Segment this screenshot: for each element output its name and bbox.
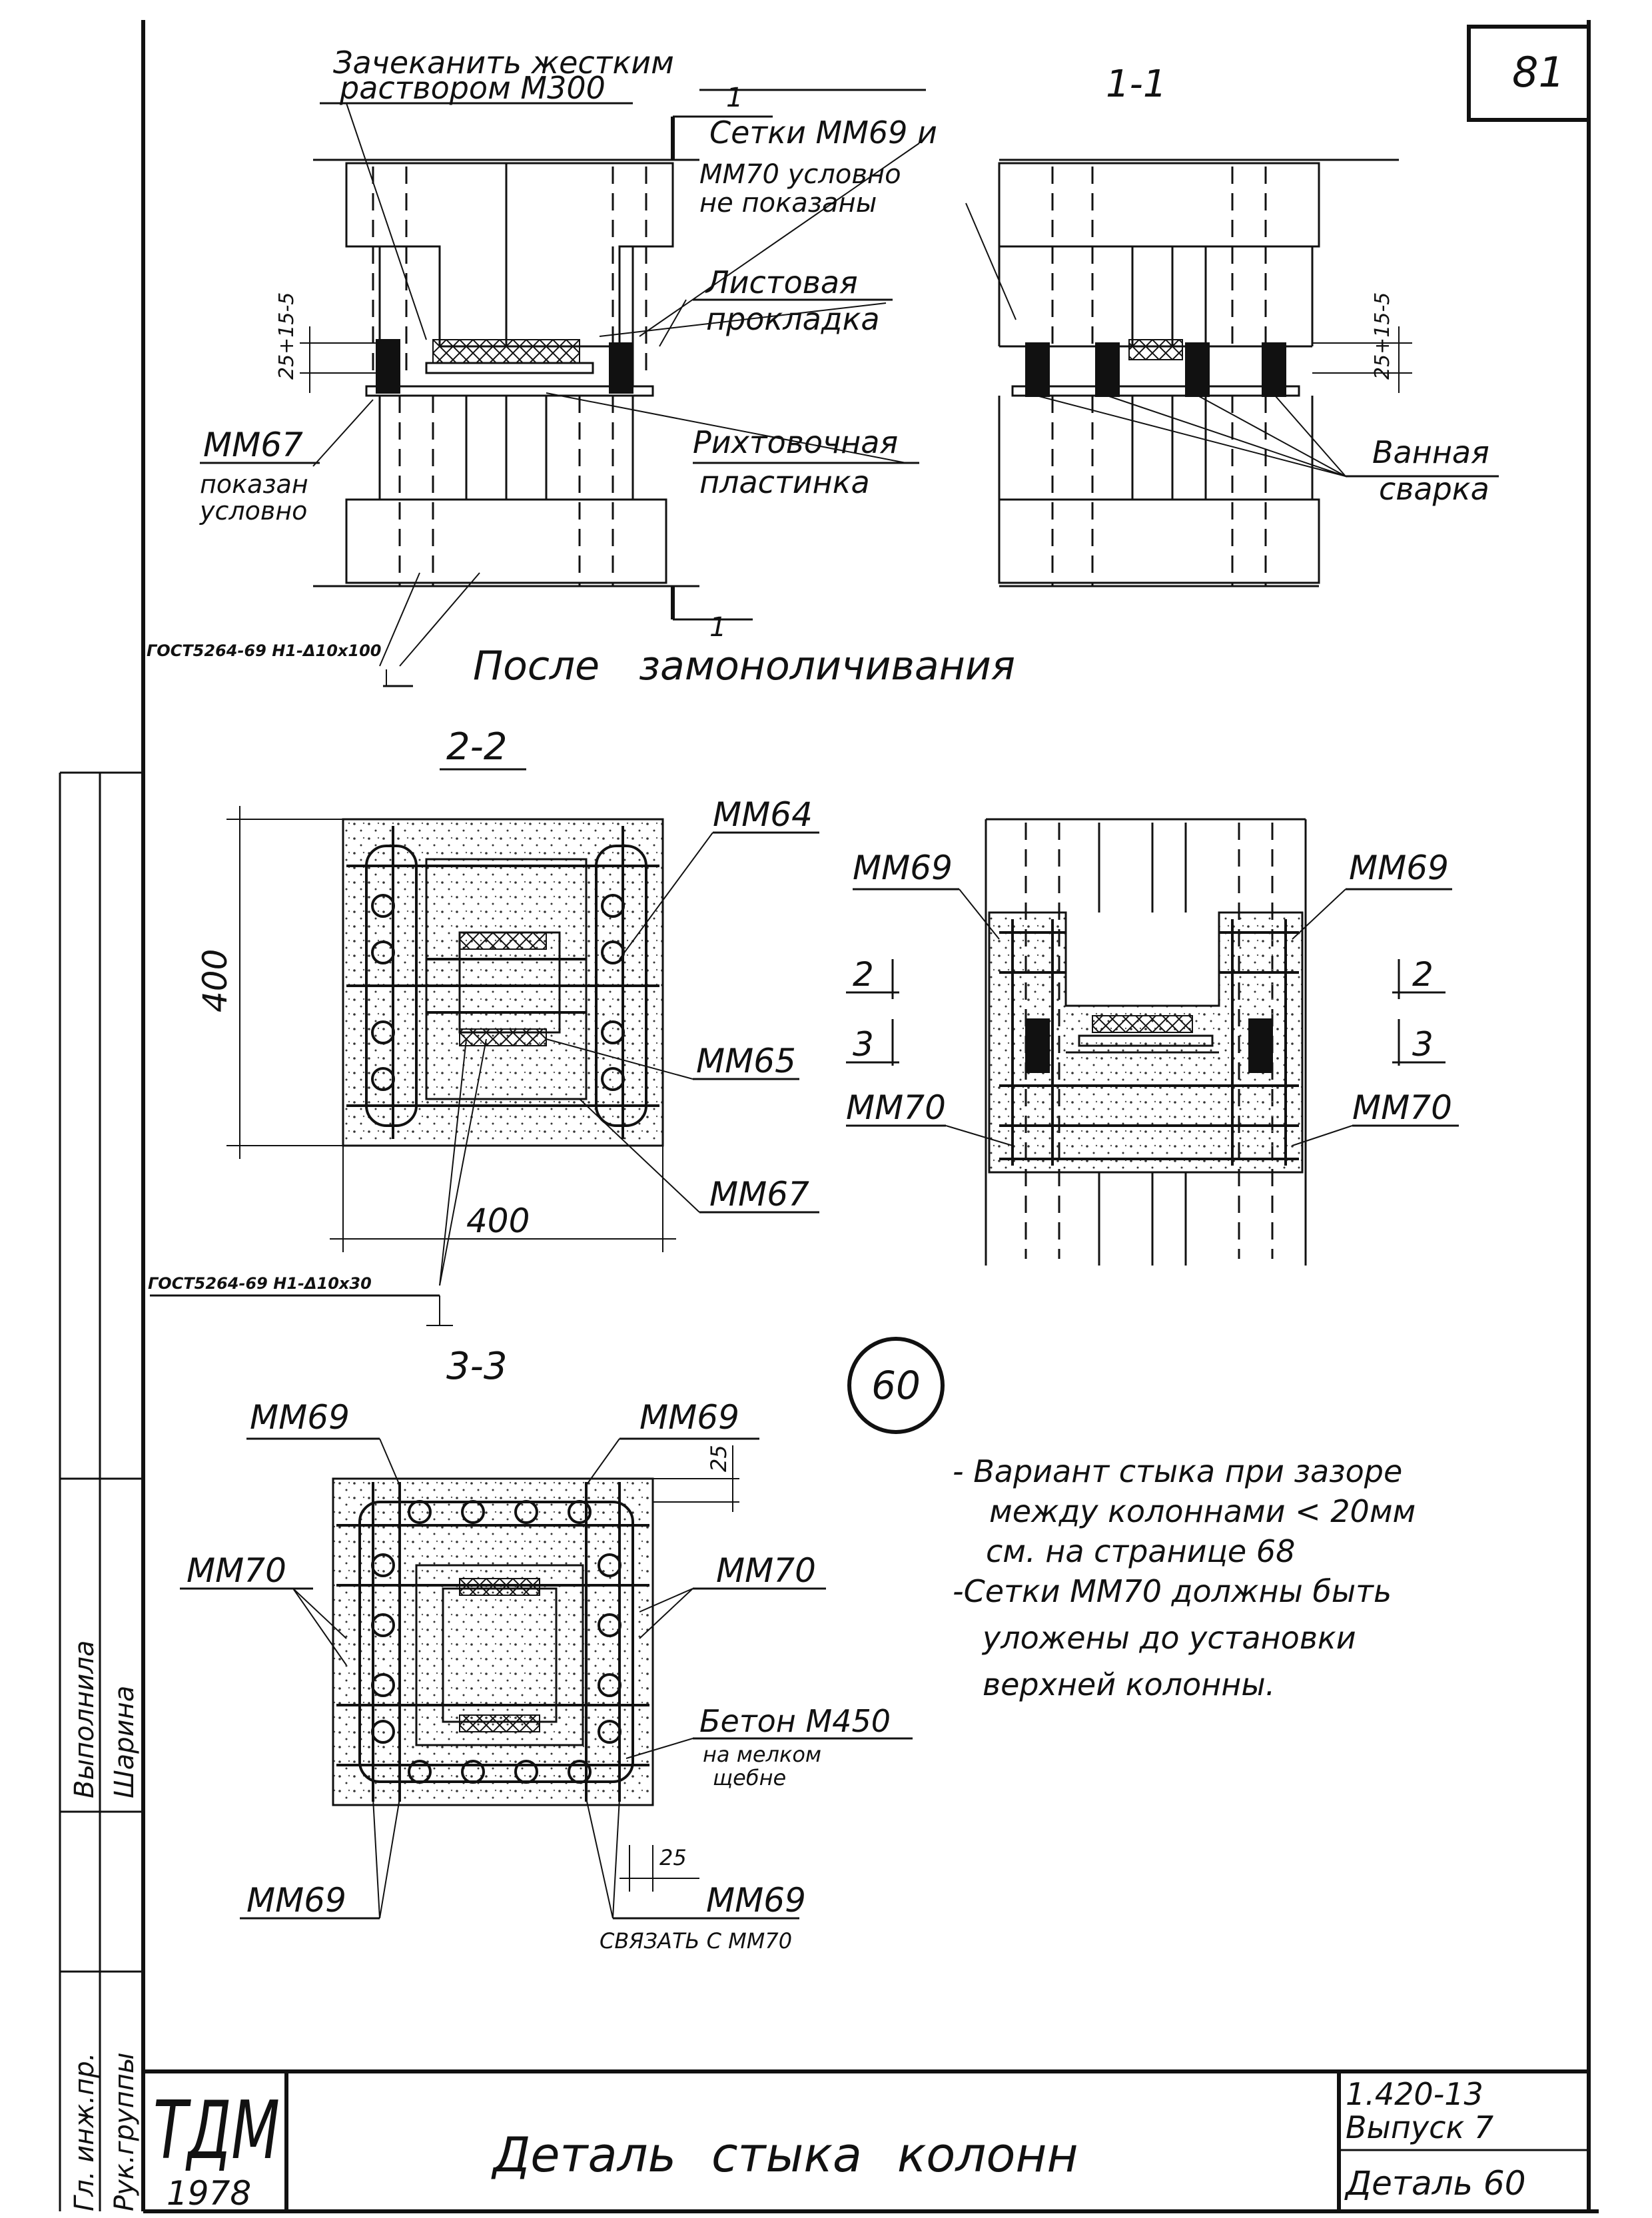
concrete-line3: щебне [713, 1765, 786, 1790]
cut-mark-3-right: 3 [1412, 1025, 1434, 1064]
section-mark-1-top: 1 [726, 83, 743, 113]
note-mm67-line1: показан [200, 470, 308, 499]
label-mm69-elev-right: ММ69 [1349, 849, 1449, 887]
cut-mark-2-right: 2 [1412, 955, 1434, 994]
label-mm69-3-3-tr: ММ69 [639, 1398, 739, 1437]
label-mm67-top: ММ67 [203, 426, 303, 464]
cut-mark-3-left: 3 [853, 1025, 874, 1064]
note-tie-mm70: СВЯЗАТЬ С ММ70 [600, 1928, 792, 1954]
gost-weld-2-2: ГОСТ5264-69 Н1-Δ10х30 [148, 1274, 372, 1293]
dim-width-400: 400 [466, 1202, 530, 1240]
note-nets-line1: Сетки ММ69 и [709, 115, 937, 151]
label-mm70-elev-left: ММ70 [846, 1088, 946, 1127]
concrete-line1: Бетон М450 [699, 1703, 891, 1739]
label-mm70-3-3-r: ММ70 [716, 1551, 816, 1590]
dim-height-400: 400 [196, 949, 234, 1012]
label-mm69-3-3-bl: ММ69 [246, 1881, 346, 1920]
note-caulk-line1: Зачеканить жестким [333, 45, 674, 81]
note-nets-line2: ММ70 условно [699, 159, 901, 190]
label-mm69-3-3-br: ММ69 [706, 1881, 806, 1920]
drawing-year: 1978 [167, 2174, 251, 2213]
dim-cover-top: 25 [706, 1445, 731, 1472]
label-mm69-3-3-tl: ММ69 [250, 1398, 350, 1437]
section-3-3 [180, 1437, 913, 1920]
concrete-line2: на мелком [703, 1742, 821, 1767]
issue-number: Выпуск 7 [1346, 2109, 1493, 2145]
stamp-chief-engineer: Гл. инж.пр. [69, 2053, 100, 2211]
label-mm65: ММ65 [696, 1042, 796, 1080]
note-nets-line3: не показаны [699, 188, 877, 218]
note-line3: см. на странице 68 [986, 1533, 1295, 1569]
dim-gap-top: 25+15-5 [275, 292, 298, 380]
detail-number: Деталь 60 [1344, 2164, 1526, 2203]
section-1-1 [965, 159, 1499, 587]
note-line5: уложены до установки [981, 1620, 1356, 1656]
gost-weld-top: ГОСТ5264-69 Н1-Δ10х100 [147, 641, 382, 660]
detail-circle [847, 1337, 945, 1434]
note-shim-line1: Рихтовочная [693, 424, 898, 460]
note-line2: между колоннами < 20мм [989, 1493, 1416, 1529]
section-1-1-title: 1-1 [1106, 63, 1166, 106]
section-mark-1-bottom: 1 [709, 612, 726, 643]
section-2-2-title: 2-2 [446, 725, 507, 769]
cut-mark-2-left: 2 [853, 955, 874, 994]
stamp-performer-name: Шарина [109, 1686, 140, 1798]
label-mm64: ММ64 [713, 795, 813, 834]
stamp-group-head: Рук.группы [109, 2052, 140, 2211]
dim-cover-bottom: 25 [659, 1845, 687, 1870]
note-sheet-line2: прокладка [706, 301, 880, 337]
org-logo: ТДМ [153, 2085, 280, 2177]
top-view-joint [200, 89, 926, 687]
note-line4: -Сетки ММ70 должны быть [953, 1573, 1392, 1609]
section-3-3-title: 3-3 [446, 1345, 507, 1388]
page-number: 81 [1512, 48, 1565, 97]
note-caulk-line2: раствором М300 [339, 70, 606, 106]
label-mm70-3-3-l: ММ70 [187, 1551, 286, 1590]
detail-circle-number: 60 [871, 1363, 921, 1408]
dim-gap-1-1: 25+15-5 [1371, 292, 1394, 380]
elevation-view [846, 818, 1459, 1266]
note-weld-line2: сварка [1379, 471, 1489, 507]
note-weld-line1: Ванная [1372, 434, 1489, 470]
drawing-title: Деталь стыка колонн [491, 2127, 1078, 2183]
label-mm69-elev-left: ММ69 [853, 849, 953, 887]
stamp-performed: Выполнила [69, 1641, 100, 1798]
note-sheet-line1: Листовая [705, 264, 858, 300]
note-shim-line2: пластинка [699, 464, 870, 500]
section-2-2 [150, 806, 819, 1326]
label-mm70-elev-right: ММ70 [1352, 1088, 1452, 1127]
sheet-frame [59, 20, 1599, 2213]
caption-after-grouting: После замоноличивания [473, 643, 1015, 689]
note-line6: верхней колонны. [983, 1666, 1275, 1702]
series-code: 1.420-13 [1346, 2076, 1483, 2112]
note-mm67-line2: условно [199, 496, 307, 526]
note-line1: - Вариант стыка при зазоре [953, 1453, 1402, 1489]
label-mm67-2-2: ММ67 [709, 1175, 809, 1214]
